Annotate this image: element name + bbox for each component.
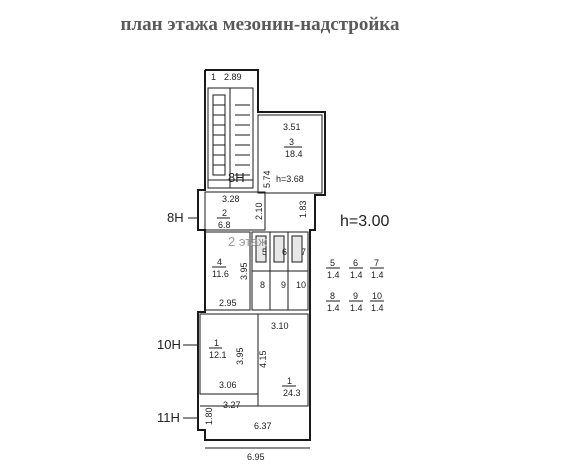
svg-text:8: 8 xyxy=(260,280,265,290)
dim-2-10: 2.10 xyxy=(254,202,264,220)
room-label-1-large: 1 24.3 xyxy=(282,376,301,398)
stair-height-label: h=3.68 xyxy=(276,174,304,184)
dim-6-37: 6.37 xyxy=(254,421,272,431)
dim-3-28: 3.28 xyxy=(222,194,240,204)
dim-6-95: 6.95 xyxy=(247,452,265,462)
svg-text:5: 5 xyxy=(330,258,335,268)
faded-floor-label: 2 этаж xyxy=(228,234,267,249)
svg-text:1.4: 1.4 xyxy=(350,303,363,313)
ceiling-height-label: h=3.00 xyxy=(340,213,389,230)
outer-walls xyxy=(197,69,326,441)
axis-label-11: 11Н xyxy=(157,410,180,425)
room-label-4: 4 11.6 xyxy=(212,257,229,279)
svg-text:1.4: 1.4 xyxy=(327,270,340,280)
dim-3-27: 3.27 xyxy=(223,400,241,410)
room-label-1-small: 1 12.1 xyxy=(209,338,227,360)
stair-axis-label: 8Н xyxy=(228,170,245,185)
svg-text:5: 5 xyxy=(262,247,267,257)
room-3-outline xyxy=(257,114,323,194)
dim-5-74: 5.74 xyxy=(262,170,272,188)
svg-text:4: 4 xyxy=(217,257,222,267)
svg-text:1: 1 xyxy=(287,376,292,386)
dim-2-89: 2.89 xyxy=(224,72,242,82)
svg-text:1.4: 1.4 xyxy=(327,303,340,313)
svg-text:10: 10 xyxy=(296,280,306,290)
axis-label-10: 10Н xyxy=(157,337,181,352)
axis-label-8: 8Н xyxy=(167,210,184,225)
room-4-outline xyxy=(204,231,251,311)
dim-3-51: 3.51 xyxy=(283,122,301,132)
svg-text:7: 7 xyxy=(301,247,306,257)
dim-3-95-lower: 3.95 xyxy=(235,347,245,365)
dim-1-80: 1.80 xyxy=(204,407,214,425)
dim-3-95-upper: 3.95 xyxy=(239,262,249,280)
dim-2-95: 2.95 xyxy=(219,298,237,308)
svg-text:8: 8 xyxy=(330,291,335,301)
svg-text:12.1: 12.1 xyxy=(209,350,227,360)
svg-text:9: 9 xyxy=(353,291,358,301)
svg-text:11.6: 11.6 xyxy=(212,269,229,279)
svg-text:7: 7 xyxy=(374,258,379,268)
stair-number: 1 xyxy=(211,72,216,82)
stair-well xyxy=(207,87,254,189)
svg-text:6: 6 xyxy=(353,258,358,268)
svg-text:6: 6 xyxy=(282,247,287,257)
svg-text:24.3: 24.3 xyxy=(283,388,301,398)
svg-text:1.4: 1.4 xyxy=(371,303,384,313)
svg-text:18.4: 18.4 xyxy=(285,149,303,159)
small-room-numbers: 5 6 7 8 9 10 xyxy=(260,247,306,290)
dim-3-06: 3.06 xyxy=(219,380,237,390)
svg-text:1.4: 1.4 xyxy=(350,270,363,280)
room-label-3: 3 18.4 xyxy=(284,137,303,159)
svg-text:1.4: 1.4 xyxy=(371,270,384,280)
dim-4-15: 4.15 xyxy=(258,350,268,368)
svg-text:3: 3 xyxy=(289,137,294,147)
svg-text:1: 1 xyxy=(214,338,219,348)
room-2-outline xyxy=(204,191,266,231)
svg-text:2: 2 xyxy=(222,208,227,218)
svg-text:6.8: 6.8 xyxy=(218,220,231,230)
svg-text:10: 10 xyxy=(372,291,382,301)
small-rooms-legend: 5 1.4 6 1.4 7 1.4 8 1.4 9 1.4 10 1.4 xyxy=(326,258,384,313)
svg-text:9: 9 xyxy=(281,280,286,290)
dim-3-10: 3.10 xyxy=(271,321,289,331)
floor-plan-title: план этажа мезонин-надстройка xyxy=(120,14,400,35)
dim-1-83: 1.83 xyxy=(298,200,308,218)
room-label-2: 2 6.8 xyxy=(217,208,231,230)
small-rooms-grid xyxy=(251,231,309,311)
